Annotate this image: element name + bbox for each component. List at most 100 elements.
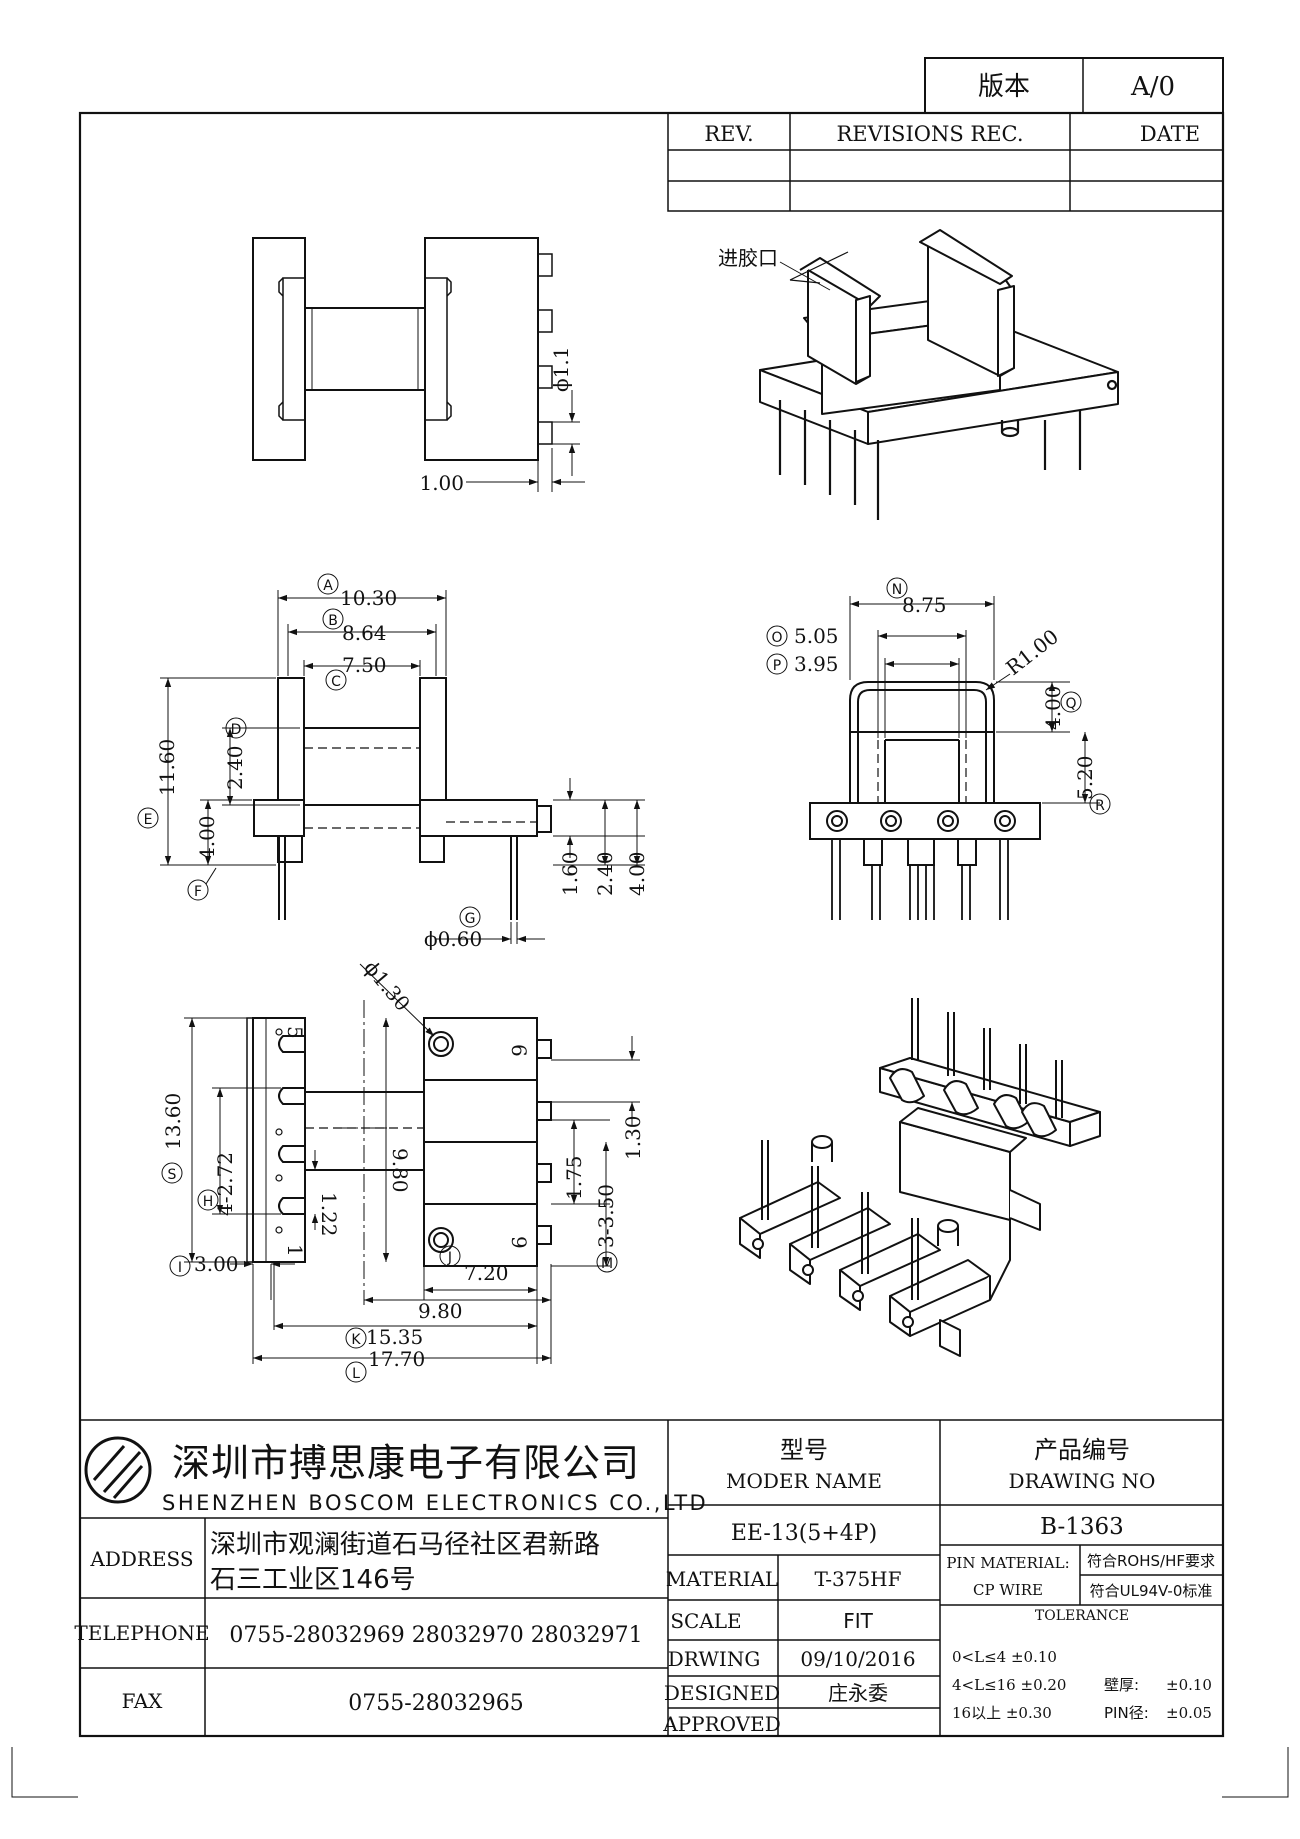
dim-o-label: O — [771, 630, 782, 646]
pin-material-label: PIN MATERIAL: — [946, 1554, 1069, 1572]
address-label: ADDRESS — [89, 1547, 193, 1571]
dim-m-label: M — [601, 1256, 613, 1272]
iso-view-bottom — [739, 998, 1101, 1357]
dim-e-value: 11.60 — [155, 739, 179, 796]
tolerance-2: 4<L≤16 ±0.20 — [952, 1676, 1066, 1694]
iso-top-pins — [778, 379, 1118, 520]
dim-g-value: ϕ0.60 — [424, 927, 482, 951]
revision-value: A/0 — [1130, 72, 1175, 102]
dim-j-value: 7.20 — [464, 1261, 509, 1285]
dim-k-label: K — [351, 1332, 361, 1348]
dim-f-value: 4.00 — [195, 815, 219, 860]
dim-q-label: Q — [1065, 696, 1076, 712]
tolerance-label: TOLERANCE — [1035, 1608, 1129, 1624]
bottom-pin-1: 1 — [283, 1244, 307, 1257]
dim-n-value: 8.75 — [902, 593, 947, 617]
dim-n-label: N — [892, 582, 902, 598]
gate-label: 进胶口 — [718, 246, 778, 270]
iso-view-top — [759, 229, 1119, 520]
revision-label: 版本 — [978, 72, 1030, 102]
dim-g-label: G — [465, 911, 476, 927]
side-radius: R1.00 — [1001, 624, 1063, 680]
dim-a-value: 10.30 — [340, 586, 397, 610]
dim-f-label: F — [194, 884, 202, 900]
wall-value: ±0.10 — [1166, 1676, 1212, 1694]
fax-value: 0755-28032965 — [348, 1691, 523, 1716]
cp-wire-value: 符合UL94V-0标准 — [1090, 1582, 1213, 1600]
iso-bottom-pins — [752, 998, 1063, 1328]
dim-core-h: 9.80 — [388, 1148, 412, 1193]
dim-s-value: 13.60 — [161, 1093, 185, 1150]
bottom-pin-9: 9 — [507, 1236, 531, 1249]
scale-value: FIT — [843, 1609, 873, 1633]
dim-i-value: 3.00 — [194, 1252, 239, 1276]
dim-c-label: C — [331, 674, 341, 690]
dim-c-value: 7.50 — [342, 653, 387, 677]
bottom-hole-dia: ϕ1.30 — [359, 956, 415, 1016]
dim-o-value: 5.05 — [794, 624, 839, 648]
revisions-header: REVISIONS REC. — [836, 122, 1023, 146]
scale-label: SCALE — [670, 1609, 741, 1633]
dim-e-label: E — [144, 812, 153, 828]
address-line1: 深圳市观澜街道石马径社区君新路 — [210, 1530, 600, 1560]
dim-b-value: 8.64 — [342, 621, 387, 645]
top-view: ϕ1.1 1.00 — [252, 237, 585, 495]
model-value: EE-13(5+4P) — [731, 1521, 877, 1546]
dim-l-label: L — [352, 1366, 360, 1382]
drwing-value: 09/10/2016 — [800, 1647, 915, 1671]
dim-h-value: 4-2.72 — [213, 1152, 237, 1216]
dim-r3: 4.00 — [625, 851, 649, 896]
pin-material-value: 符合ROHS/HF要求 — [1087, 1552, 1215, 1570]
model-title-en: MODER NAME — [726, 1469, 882, 1493]
dim-r-value: 5.20 — [1073, 755, 1097, 800]
material-label: MATERIAL — [666, 1567, 778, 1591]
gate-leader — [779, 261, 831, 291]
telephone-label: TELEPHONE — [74, 1621, 209, 1645]
bottom-pin-6: 6 — [507, 1044, 531, 1057]
corner-marks — [11, 1747, 1289, 1798]
revision-table — [667, 112, 1224, 212]
tolerance-3: 16以上 ±0.30 — [952, 1704, 1052, 1722]
address-line2: 石三工业区146号 — [210, 1565, 416, 1595]
telephone-value: 0755-28032969 28032970 28032971 — [229, 1623, 642, 1648]
top-pin-dia: ϕ1.1 — [549, 347, 573, 392]
pin-dia-value: ±0.05 — [1166, 1704, 1212, 1722]
drawing-border — [78, 111, 1225, 1738]
bottom-pin-5: 5 — [283, 1026, 307, 1039]
front-view: A 10.30 B 8.64 C 7.50 11.60 E 2.40 D 4.0… — [137, 573, 649, 951]
drawing-no-value: B-1363 — [1040, 1514, 1124, 1540]
tolerance-1: 0<L≤4 ±0.10 — [952, 1648, 1057, 1666]
pin-dia-label: PIN径: — [1104, 1704, 1149, 1722]
dim-b-label: B — [328, 613, 338, 629]
drawing-no-title-en: DRAWING NO — [1009, 1469, 1156, 1493]
dim-q-value: 4.00 — [1041, 685, 1065, 730]
dim-d-value: 2.40 — [223, 745, 247, 790]
approved-label: APPROVED — [662, 1712, 781, 1736]
title-block — [80, 1419, 1223, 1736]
dim-k-value: 15.35 — [366, 1325, 423, 1349]
dim-h-label: H — [203, 1194, 214, 1210]
fax-label: FAX — [122, 1689, 164, 1713]
dim-j-label: J — [447, 1250, 452, 1266]
cp-wire-label: CP WIRE — [973, 1581, 1043, 1599]
revision-box: 版本 A/0 — [924, 57, 1224, 114]
date-header: DATE — [1140, 122, 1200, 146]
dim-i-label: I — [178, 1260, 182, 1276]
company-logo — [84, 1436, 152, 1504]
dim-l-value: 17.70 — [368, 1347, 425, 1371]
dim-v2: 1.30 — [621, 1115, 645, 1160]
rev-header: REV. — [704, 122, 753, 146]
dim-r-label: R — [1095, 798, 1105, 814]
bottom-view: 6 5 1 9 ϕ1.30 13.60 — [161, 956, 645, 1383]
dim-gap: 1.22 — [317, 1192, 341, 1237]
side-view-pins — [831, 839, 1009, 920]
wall-label: 壁厚: — [1104, 1676, 1139, 1694]
dim-p-value: 3.95 — [794, 652, 839, 676]
drawing-no-title-cn: 产品编号 — [1034, 1436, 1130, 1464]
dim-w1: 9.80 — [418, 1299, 463, 1323]
company-name-cn: 深圳市搏思康电子有限公司 — [172, 1441, 640, 1485]
dim-s-label: S — [168, 1167, 177, 1183]
company-name-en: SHENZHEN BOSCOM ELECTRONICS CO.,LTD — [162, 1491, 708, 1515]
designed-value: 庄永委 — [828, 1681, 888, 1705]
